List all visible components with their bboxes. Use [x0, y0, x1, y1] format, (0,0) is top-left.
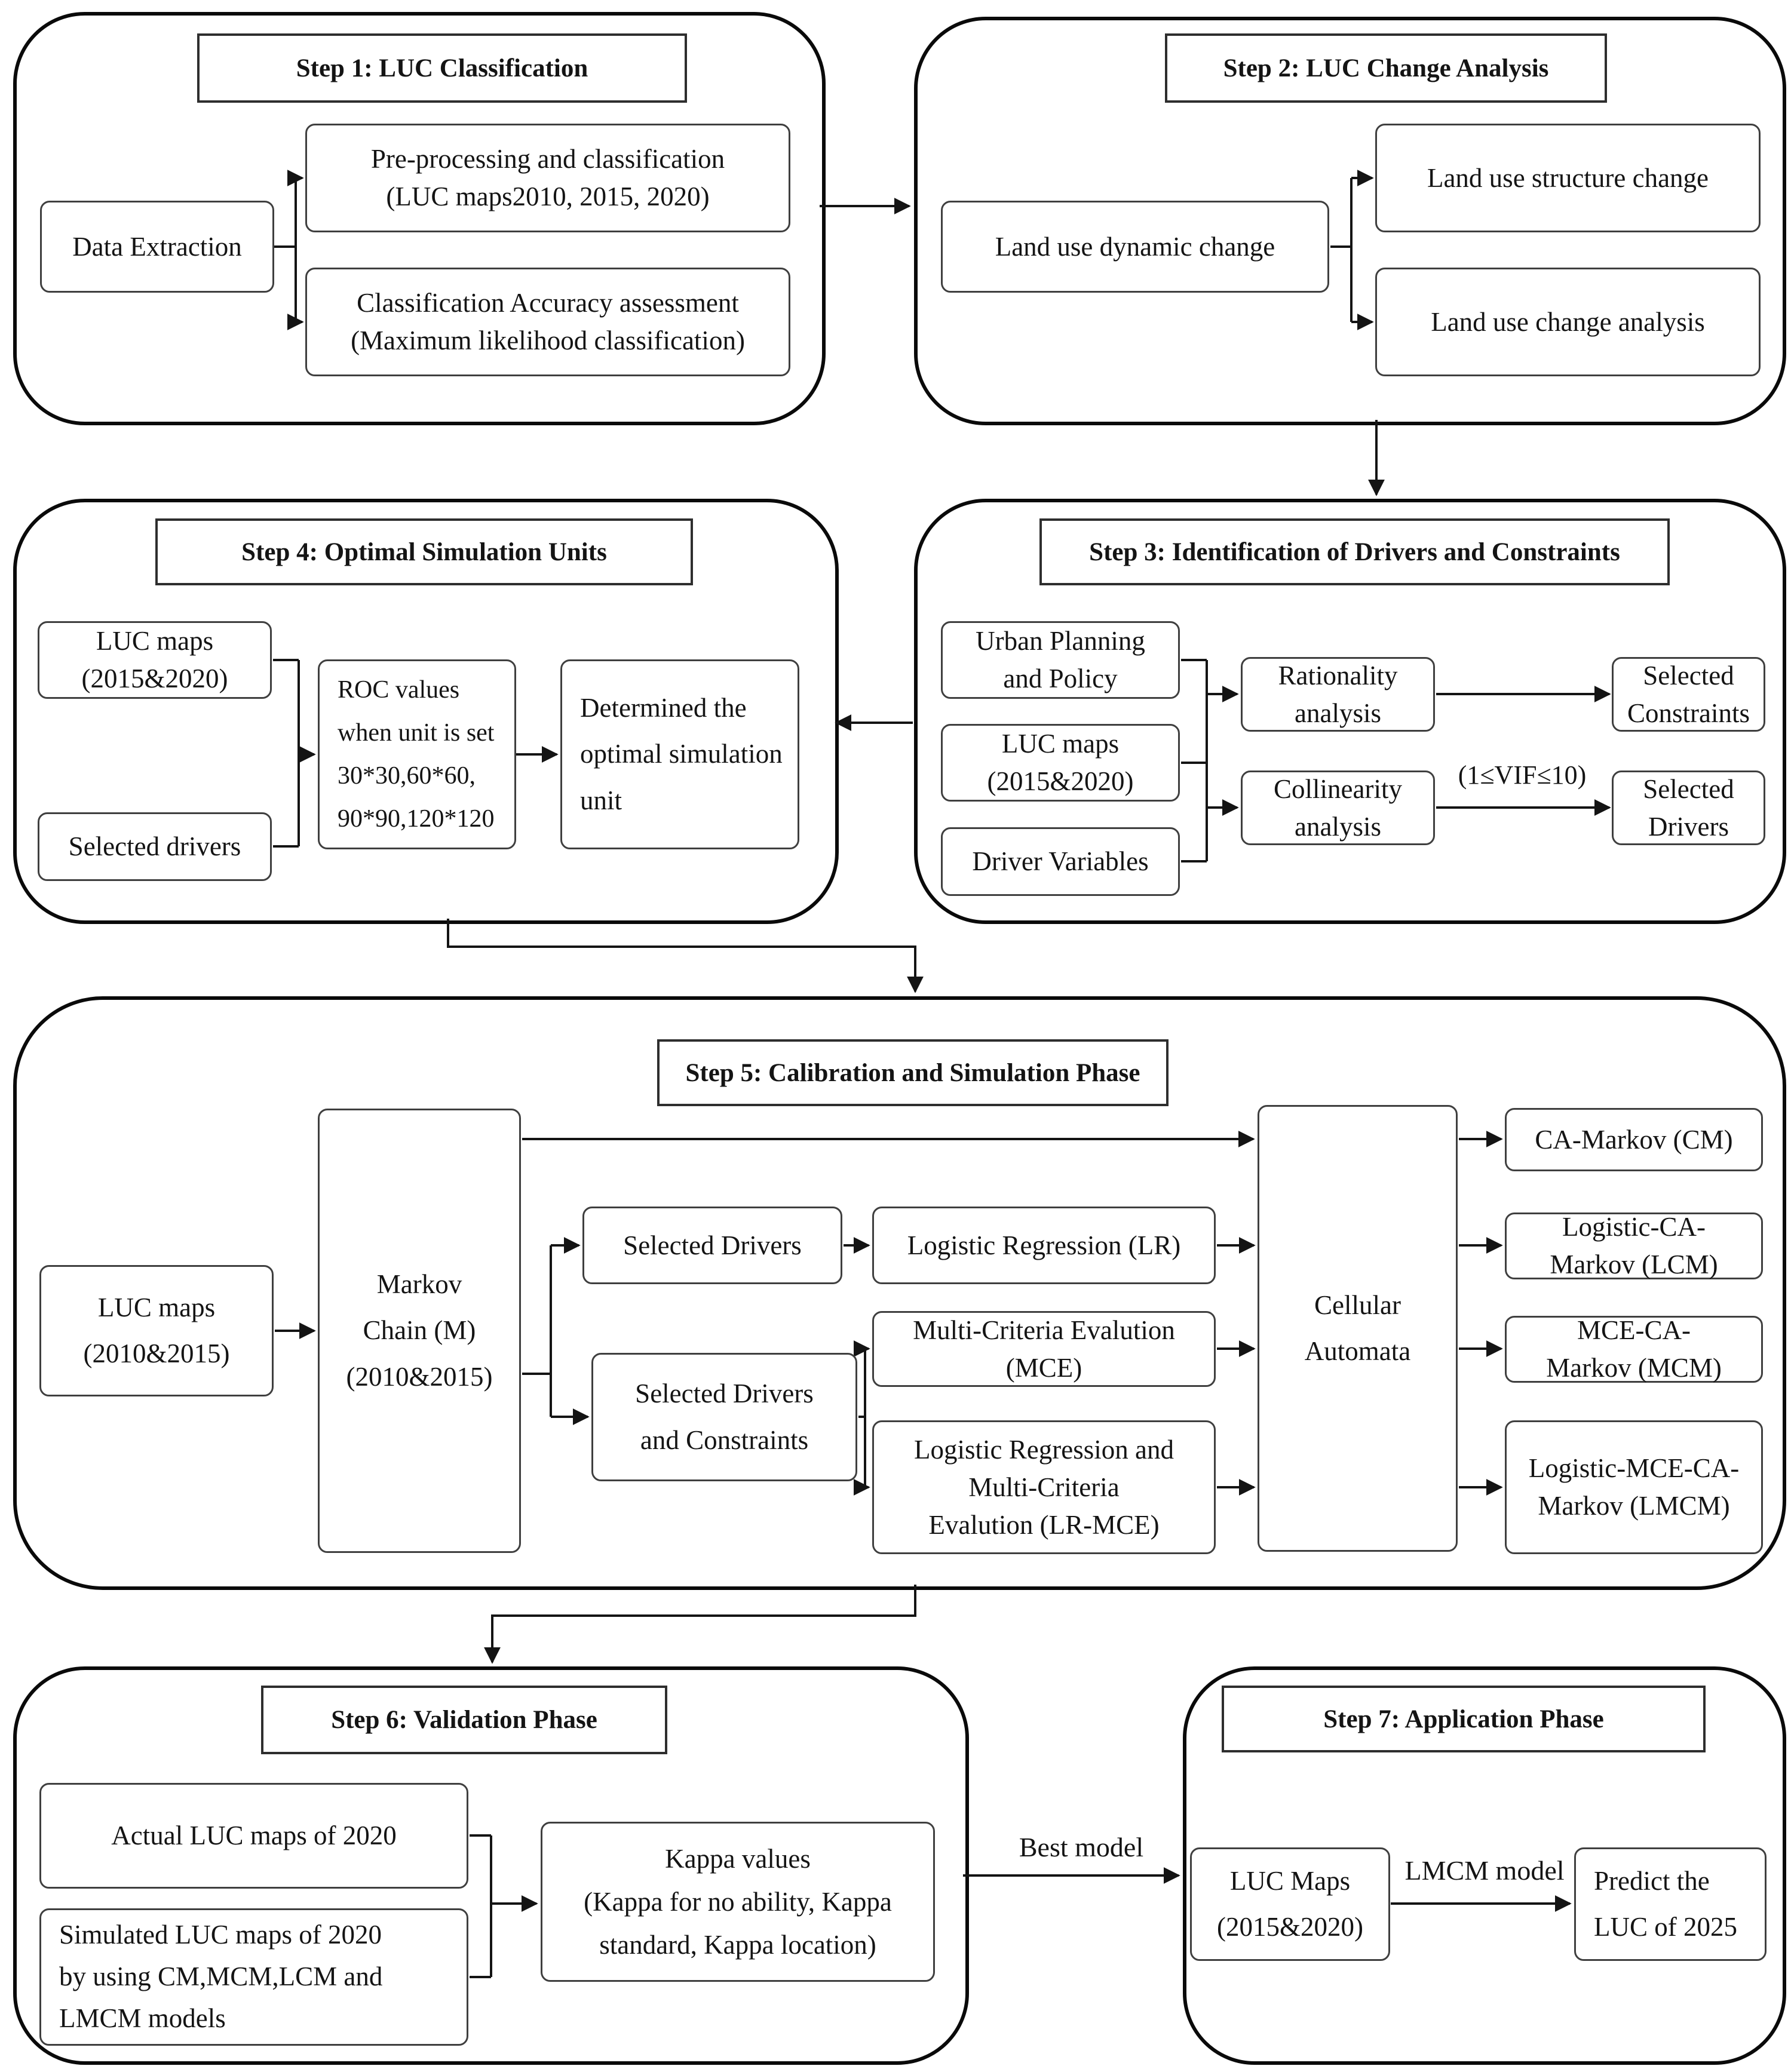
cellular-automata-box: Cellular Automata — [1258, 1105, 1458, 1552]
arrow-step4-step5 — [447, 919, 924, 993]
logistic-mce-ca-markov-box: Logistic-MCE-CA- Markov (LMCM) — [1505, 1420, 1763, 1554]
step1-title: Step 1: LUC Classification — [197, 33, 687, 103]
step2-title: Step 2: LUC Change Analysis — [1165, 33, 1607, 103]
markov-chain-box: Markov Chain (M) (2010&2015) — [318, 1109, 521, 1553]
step4-title: Step 4: Optimal Simulation Units — [155, 518, 693, 585]
mce-box: Multi-Criteria Evalution (MCE) — [872, 1311, 1216, 1387]
vif-label: (1≤VIF≤10) — [1458, 760, 1587, 790]
simulated-luc-maps-box: Simulated LUC maps of 2020 by using CM,M… — [39, 1908, 468, 2046]
accuracy-assessment-box: Classification Accuracy assessment (Maxi… — [305, 268, 790, 376]
logistic-regression-box: Logistic Regression (LR) — [872, 1207, 1216, 1284]
luc-maps-step4-box: LUC maps (2015&2020) — [38, 621, 272, 699]
rationality-analysis-box: Rationality analysis — [1241, 657, 1435, 732]
selected-drivers-step4-box: Selected drivers — [38, 812, 272, 881]
luc-maps-2015-2020-box: LUC maps (2015&2020) — [941, 724, 1180, 802]
step6-title: Step 6: Validation Phase — [261, 1686, 667, 1754]
determined-unit-box: Determined the optimal simulation unit — [560, 659, 799, 849]
luc-maps-step7-box: LUC Maps (2015&2020) — [1190, 1847, 1390, 1961]
step3-title: Step 3: Identification of Drivers and Co… — [1039, 518, 1670, 585]
ca-markov-cm-box: CA-Markov (CM) — [1505, 1108, 1763, 1171]
selected-drivers-constraints-box: Selected Drivers and Constraints — [591, 1353, 857, 1481]
data-extraction-box: Data Extraction — [40, 201, 274, 293]
collinearity-analysis-box: Collinearity analysis — [1241, 771, 1435, 845]
selected-drivers-box: Selected Drivers — [1612, 771, 1765, 845]
selected-drivers-step5-box: Selected Drivers — [582, 1207, 842, 1284]
mce-ca-markov-box: MCE-CA- Markov (MCM) — [1505, 1315, 1763, 1383]
selected-constraints-box: Selected Constraints — [1612, 657, 1765, 732]
arrow-step5-step6 — [484, 1585, 916, 1664]
lmcm-model-label: LMCM model — [1404, 1855, 1565, 1886]
lr-mce-box: Logistic Regression and Multi-Criteria E… — [872, 1420, 1216, 1554]
urban-planning-box: Urban Planning and Policy — [941, 621, 1180, 699]
preprocessing-box: Pre-processing and classification (LUC m… — [305, 124, 790, 232]
step7-title: Step 7: Application Phase — [1222, 1686, 1706, 1752]
step5-title: Step 5: Calibration and Simulation Phase — [657, 1039, 1169, 1106]
logistic-ca-markov-box: Logistic-CA- Markov (LCM) — [1505, 1212, 1763, 1279]
kappa-values-box: Kappa values (Kappa for no ability, Kapp… — [541, 1822, 935, 1982]
best-model-label: Best model — [1019, 1832, 1144, 1862]
luc-maps-step5-box: LUC maps (2010&2015) — [39, 1265, 274, 1396]
actual-luc-maps-box: Actual LUC maps of 2020 — [39, 1783, 468, 1889]
roc-values-box: ROC values when unit is set 30*30,60*60,… — [318, 659, 516, 849]
land-use-dynamic-change-box: Land use dynamic change — [941, 201, 1329, 293]
driver-variables-box: Driver Variables — [941, 827, 1180, 896]
land-use-structure-change-box: Land use structure change — [1375, 124, 1761, 232]
predict-luc-box: Predict the LUC of 2025 — [1574, 1847, 1767, 1961]
land-use-change-analysis-box: Land use change analysis — [1375, 268, 1761, 376]
